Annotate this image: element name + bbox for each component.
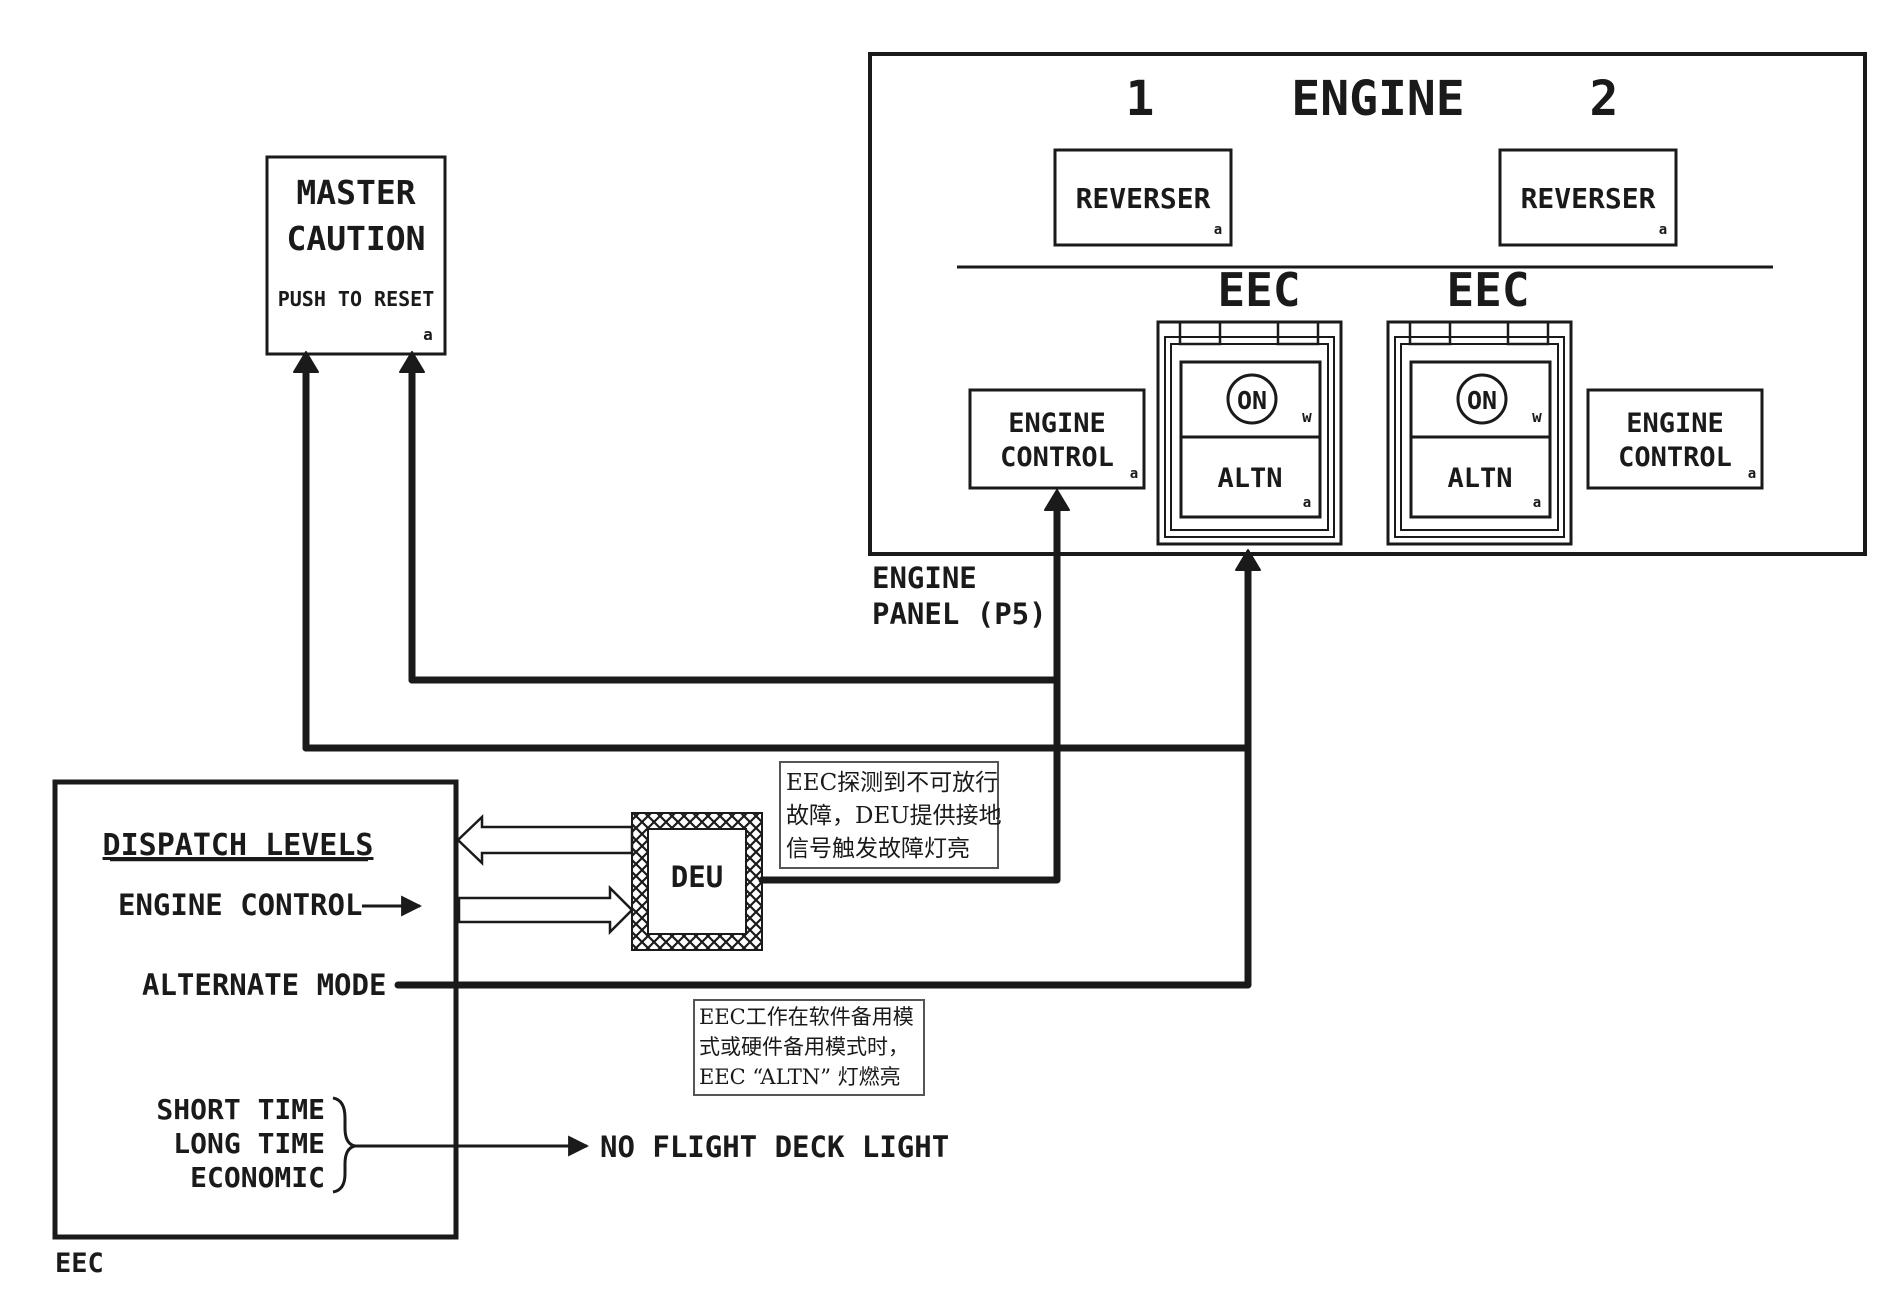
master-caution-line1: MASTER — [296, 173, 415, 212]
note1-line3: 信号触发故障灯亮 — [786, 836, 970, 862]
master-caution-color-code: a — [423, 325, 433, 344]
eec-2-on-label: ON — [1467, 386, 1497, 415]
note-deu-ground-signal: EEC探测到不可放行 故障，DEU提供接地 信号触发故障灯亮 — [779, 761, 1002, 869]
short-time-level: SHORT TIME — [156, 1093, 325, 1126]
reverser-1-label: REVERSER — [1076, 182, 1211, 215]
eec-2-title: EEC — [1446, 263, 1529, 317]
eec-box: DISPATCH LEVELS ENGINE CONTROL ALTERNATE… — [52, 779, 459, 1240]
reverser-1-light[interactable]: REVERSER a — [1053, 148, 1233, 247]
note1-line2: 故障，DEU提供接地 — [786, 803, 1002, 829]
engine-panel-title: ENGINE — [1291, 71, 1464, 127]
alternate-mode-level: ALTERNATE MODE — [142, 968, 386, 1002]
note-altn-light: EEC工作在软件备用模 式或硬件备用模式时， EEC “ALTN” 灯燃亮 — [693, 999, 925, 1096]
engine-control-2-color-code: a — [1748, 466, 1756, 482]
engine-2-number: 2 — [1590, 71, 1619, 127]
eec-1-switch[interactable]: ON w ALTN a — [1156, 320, 1343, 546]
eec-1-title: EEC — [1217, 263, 1300, 317]
engine-panel-label-line2: PANEL (P5) — [872, 597, 1047, 631]
reverser-2-color-code: a — [1659, 222, 1667, 238]
deu-to-eec-arrows — [456, 814, 634, 936]
eec-1-on-circle — [1226, 373, 1278, 425]
engine-control-1-line1: ENGINE — [1008, 408, 1106, 439]
eec-1-on-label: ON — [1237, 386, 1267, 415]
deu-box: DEU — [631, 812, 763, 951]
eec-1-on-color-code: w — [1302, 407, 1312, 426]
engine-control-1-line2: CONTROL — [1000, 442, 1114, 473]
wiring — [293, 351, 1261, 989]
note2-line3: EEC “ALTN” 灯燃亮 — [699, 1065, 901, 1089]
engine-control-2-line2: CONTROL — [1618, 442, 1732, 473]
master-caution-line3: PUSH TO RESET — [278, 287, 435, 311]
reverser-1-color-code: a — [1214, 222, 1222, 238]
master-caution-line2: CAUTION — [286, 219, 425, 258]
engine-control-2-line1: ENGINE — [1626, 408, 1724, 439]
engine-panel-label-line1: ENGINE — [872, 561, 977, 595]
engine-panel-p5: 1 ENGINE 2 REVERSER a REVERSER a EEC EEC — [868, 52, 1867, 556]
reverser-2-label: REVERSER — [1521, 182, 1656, 215]
eec-1-altn-color-code: a — [1303, 495, 1311, 511]
note2-line2: 式或硬件备用模式时， — [699, 1035, 909, 1059]
engine-control-level: ENGINE CONTROL — [118, 888, 362, 922]
eec-box-label: EEC — [55, 1248, 104, 1279]
no-flight-deck-light-text: NO FLIGHT DECK LIGHT — [600, 1130, 949, 1164]
engine-control-1-light[interactable]: ENGINE CONTROL a — [968, 388, 1146, 490]
dispatch-levels-heading: DISPATCH LEVELS — [103, 828, 374, 863]
engine-control-2-light[interactable]: ENGINE CONTROL a — [1586, 388, 1764, 490]
note1-line1: EEC探测到不可放行 — [786, 770, 998, 796]
engine-1-number: 1 — [1126, 71, 1155, 127]
deu-label: DEU — [671, 860, 723, 894]
note2-line1: EEC工作在软件备用模 — [699, 1005, 914, 1029]
eec-2-altn-color-code: a — [1533, 495, 1541, 511]
reverser-2-light[interactable]: REVERSER a — [1498, 148, 1678, 247]
eec-2-switch[interactable]: ON w ALTN a — [1386, 320, 1573, 546]
master-caution-light[interactable]: MASTER CAUTION PUSH TO RESET a — [265, 155, 447, 356]
long-time-level: LONG TIME — [173, 1127, 325, 1160]
economic-level: ECONOMIC — [190, 1161, 325, 1194]
eec-2-on-color-code: w — [1532, 407, 1542, 426]
eec-2-altn-label: ALTN — [1447, 463, 1512, 494]
eec-2-on-circle — [1456, 373, 1508, 425]
engine-control-1-color-code: a — [1130, 466, 1138, 482]
eec-1-altn-label: ALTN — [1217, 463, 1282, 494]
